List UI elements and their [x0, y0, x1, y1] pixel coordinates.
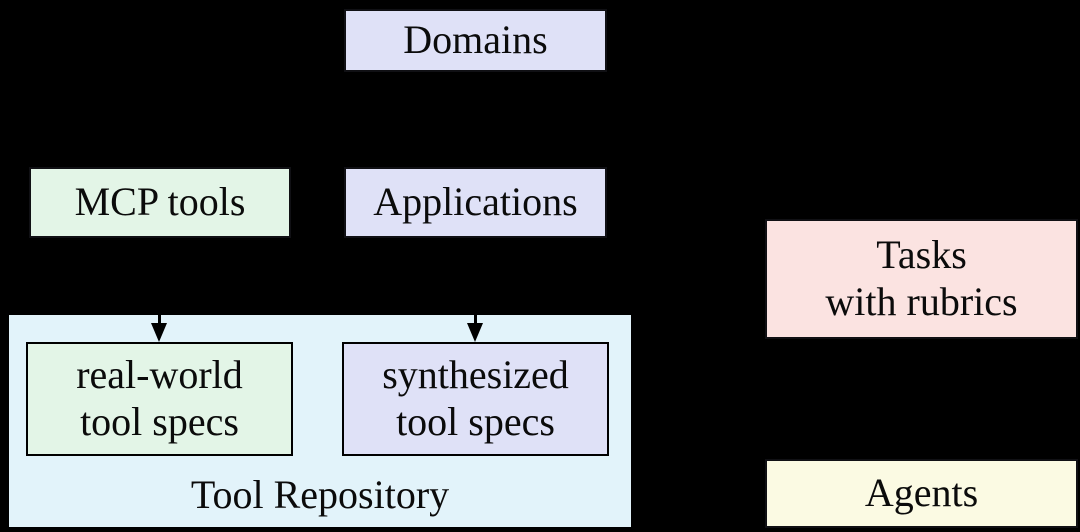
arrow-applications-to-synthesized-shaft: [474, 238, 477, 326]
node-tasks-label-line2: with rubrics: [825, 279, 1018, 324]
tool-repository-label: Tool Repository: [190, 472, 450, 517]
arrow-mcp-tools-to-real-world-shaft: [158, 238, 161, 326]
node-synthesized-label-line1: synthesized: [382, 352, 569, 398]
node-synthesized-tool-specs: synthesized tool specs: [342, 342, 609, 456]
node-real-world-tool-specs: real-world tool specs: [26, 342, 293, 456]
node-tasks-label-line1: Tasks: [876, 232, 967, 278]
arrow-down-icon: [467, 323, 483, 342]
node-mcp-tools-label: MCP tools: [74, 179, 246, 225]
node-synthesized-label-line2: tool specs: [396, 399, 555, 444]
node-mcp-tools: MCP tools: [29, 167, 291, 238]
node-domains: Domains: [344, 9, 607, 72]
node-applications-label: Applications: [373, 179, 578, 225]
node-domains-label: Domains: [403, 17, 548, 63]
node-agents-label: Agents: [864, 470, 979, 516]
arrow-down-icon: [151, 323, 167, 342]
node-real-world-label-line1: real-world: [76, 352, 243, 398]
arrow-applications-to-synthesized-shaft: [474, 315, 477, 327]
node-tasks-with-rubrics: Tasks with rubrics: [765, 219, 1078, 339]
node-agents: Agents: [765, 459, 1078, 528]
node-real-world-label-line2: tool specs: [80, 399, 239, 444]
node-applications: Applications: [344, 167, 607, 238]
arrow-mcp-tools-to-real-world-shaft: [158, 315, 161, 327]
